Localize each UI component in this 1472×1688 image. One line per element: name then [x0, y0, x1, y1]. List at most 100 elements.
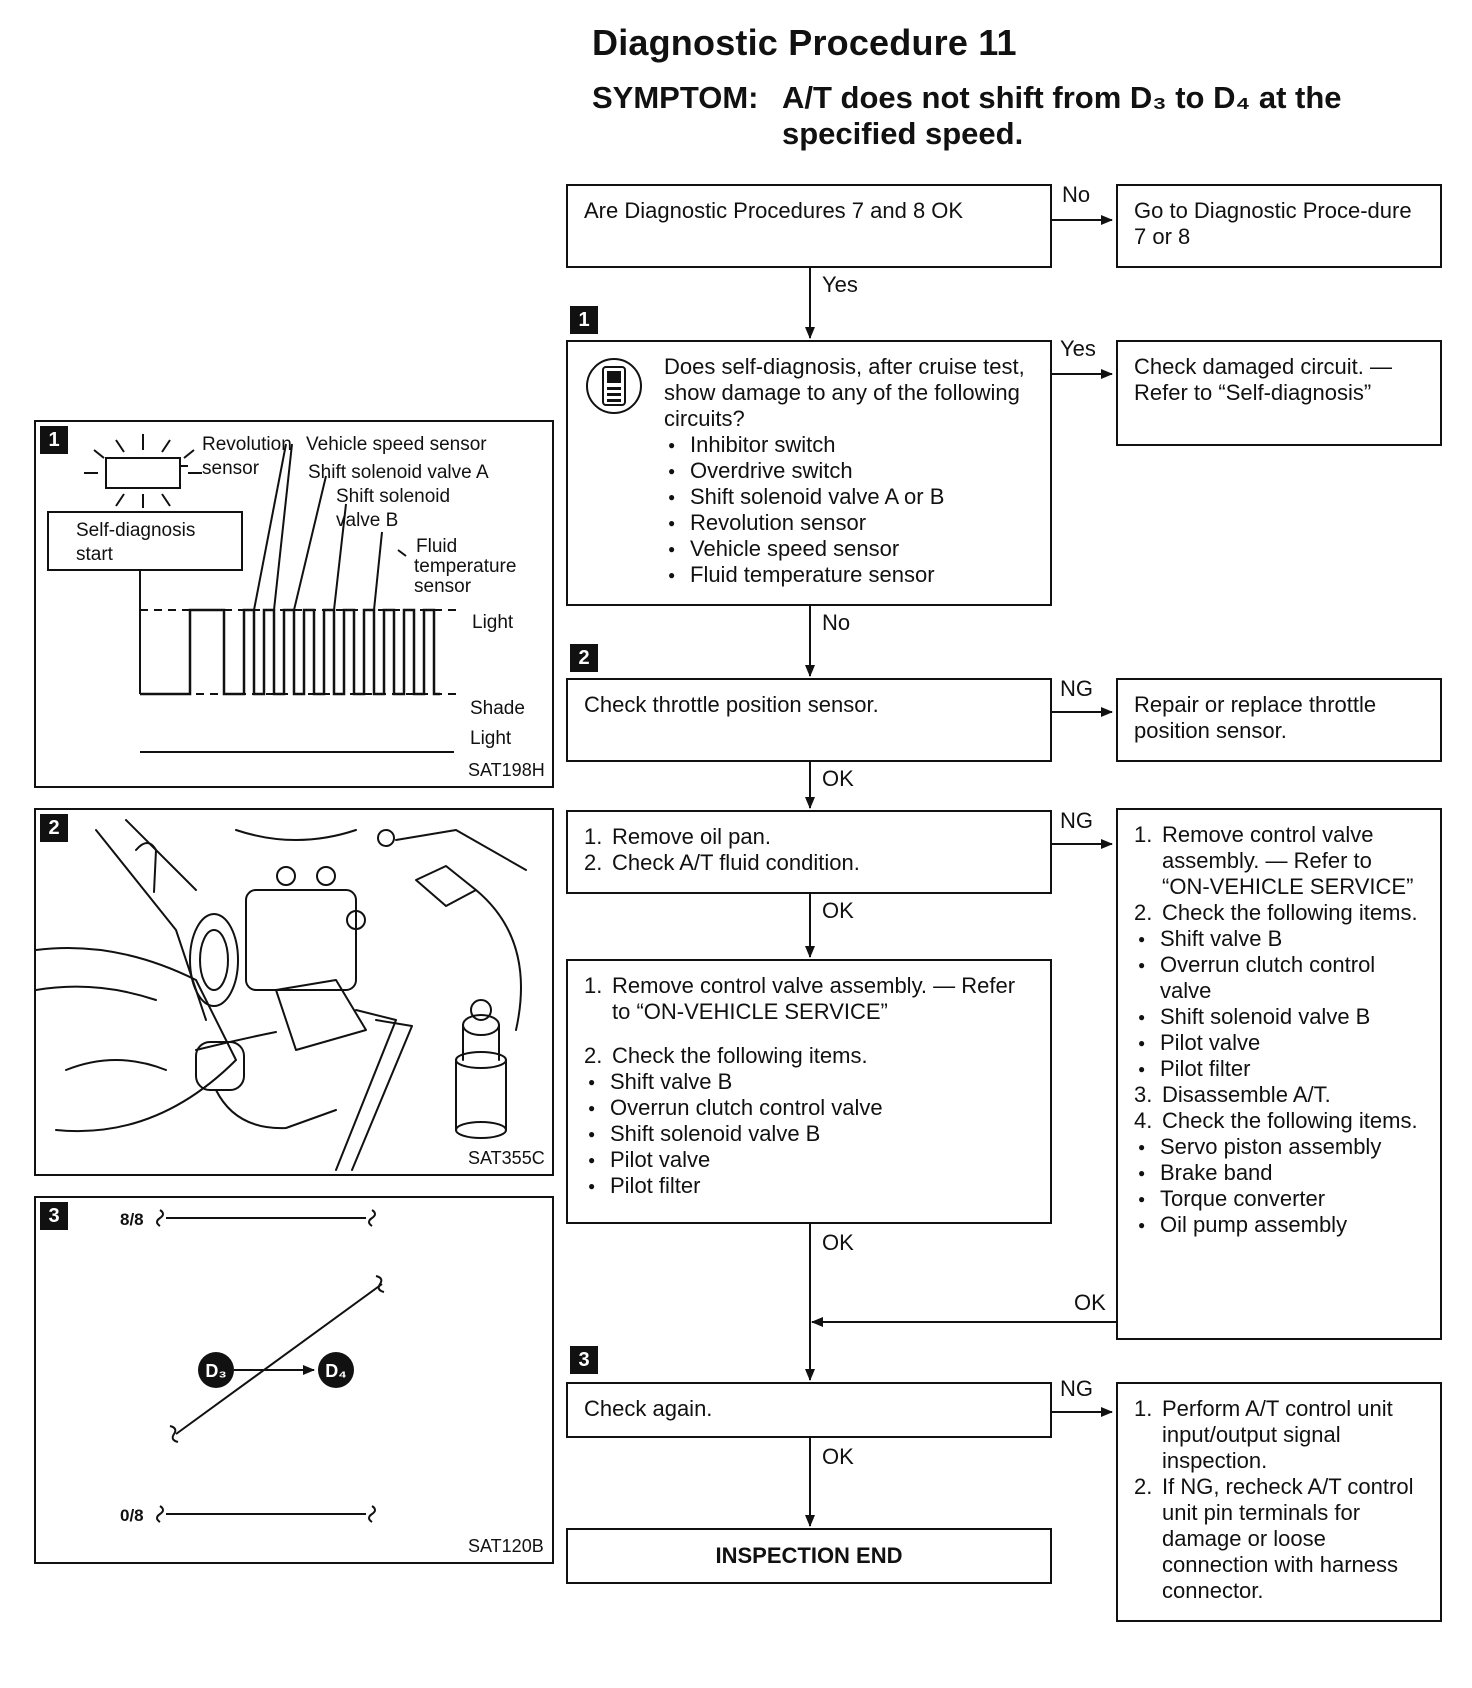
list-item: Shift solenoid valve B: [584, 1121, 1034, 1147]
right-item2: 2.Check the following items.: [1134, 900, 1418, 925]
cv-item1: 1.Remove control valve assembly. — Refer…: [584, 973, 1016, 1024]
label-ssb2: valve B: [336, 510, 398, 531]
step3-ng-item2: 2.If NG, recheck A/T control unit pin te…: [1134, 1474, 1414, 1603]
step2-box: Check throttle position sensor.: [566, 678, 1052, 762]
list-item: Overrun clutch control valve: [584, 1095, 1034, 1121]
step1-yes-text: Check damaged circuit. — Refer to “Self-…: [1134, 354, 1392, 405]
right-list-a: Shift valve B Overrun clutch control val…: [1134, 926, 1424, 1082]
list-item: Servo piston assembly: [1134, 1134, 1424, 1160]
label-light: Light: [472, 612, 514, 633]
right-column-box: 1.Remove control valve assembly. — Refer…: [1116, 808, 1442, 1340]
label-shade: Shade: [470, 698, 525, 719]
panel1-code: SAT198H: [468, 760, 545, 780]
right-item4: 4.Check the following items.: [1134, 1108, 1418, 1133]
step3-ok-label: OK: [822, 1444, 854, 1469]
list-item: Overrun clutch control valve: [1134, 952, 1424, 1004]
step1-no-label: No: [822, 610, 851, 635]
step2-marker: 2: [570, 644, 598, 672]
step2-ng-label: NG: [1060, 676, 1093, 701]
q0-text: Are Diagnostic Procedures 7 and 8 OK: [584, 198, 964, 223]
list-item: Fluid temperature sensor: [664, 562, 1034, 588]
step1-list: Inhibitor switch Overdrive switch Shift …: [664, 432, 1034, 588]
step1-question: Does self-diagnosis, after cruise test, …: [664, 354, 1025, 431]
q0-yes-label: Yes: [822, 272, 858, 297]
oilpan-ok-label: OK: [822, 898, 854, 923]
q0-no-label: No: [1062, 182, 1091, 207]
cv-ok-label: OK: [822, 1230, 854, 1255]
step1-yes-box: Check damaged circuit. — Refer to “Self-…: [1116, 340, 1442, 446]
panel2-code: SAT355C: [468, 1148, 545, 1168]
label-bottom: 0/8: [120, 1506, 144, 1525]
list-item: Shift valve B: [1134, 926, 1424, 952]
step3-box: Check again.: [566, 1382, 1052, 1438]
panel2-marker: 2: [40, 814, 68, 842]
oilpan-list: 1.Remove oil pan. 2.Check A/T fluid cond…: [584, 824, 1034, 876]
step2-ok-label: OK: [822, 766, 854, 791]
label-light2: Light: [470, 728, 512, 749]
q0-no-text: Go to Diagnostic Proce-dure 7 or 8: [1134, 198, 1412, 249]
label-fluid3: sensor: [414, 576, 472, 597]
list-item: 2.Check A/T fluid condition.: [584, 850, 860, 875]
symptom: SYMPTOM: A/T does not shift from D₃ to D₄…: [592, 80, 1412, 152]
label-sensor: sensor: [202, 458, 260, 479]
list-item: Pilot filter: [1134, 1056, 1424, 1082]
step3-ng-item1: 1.Perform A/T control unit input/output …: [1134, 1396, 1393, 1473]
step1-yes-label: Yes: [1060, 336, 1096, 361]
list-item: Pilot valve: [584, 1147, 1034, 1173]
q0-box: Are Diagnostic Procedures 7 and 8 OK: [566, 184, 1052, 268]
panel-self-diagnosis: 1: [34, 420, 554, 788]
label-from: D₃: [205, 1361, 226, 1381]
panel-shift-schedule: 3 D₃ D₄ 8/8 0/8 SAT120B: [34, 1196, 554, 1564]
consult-tester-icon: [586, 358, 642, 414]
list-item: Oil pump assembly: [1134, 1212, 1424, 1238]
step2-ng-box: Repair or replace throttle position sens…: [1116, 678, 1442, 762]
symptom-label: SYMPTOM:: [592, 80, 759, 115]
list-item: Brake band: [1134, 1160, 1424, 1186]
label-ssb1: Shift solenoid: [336, 486, 450, 507]
label-ssa: Shift solenoid valve A: [308, 462, 489, 483]
step2-text: Check throttle position sensor.: [584, 692, 879, 717]
oilpan-ng-label: NG: [1060, 808, 1093, 833]
right-item1: 1.Remove control valve assembly. — Refer…: [1134, 822, 1414, 899]
step1-box: Does self-diagnosis, after cruise test, …: [566, 340, 1052, 606]
symptom-line2: specified speed.: [782, 116, 1024, 151]
list-item: Torque converter: [1134, 1186, 1424, 1212]
list-item: Vehicle speed sensor: [664, 536, 1034, 562]
list-item: Shift valve B: [584, 1069, 1034, 1095]
panel-throttle-sensor: 2: [34, 808, 554, 1176]
page-title: Diagnostic Procedure 11: [592, 22, 1017, 63]
panel3-code: SAT120B: [468, 1536, 544, 1556]
label-revolution: Revolution: [202, 434, 292, 455]
list-item: Revolution sensor: [664, 510, 1034, 536]
list-item: 1.Remove oil pan.: [584, 824, 771, 849]
cv-item2: 2.Check the following items.: [584, 1043, 868, 1068]
throttle-sensor-illustration: [36, 819, 527, 1171]
panel1-marker: 1: [40, 426, 68, 454]
step3-text: Check again.: [584, 1396, 713, 1421]
step2-ng-text: Repair or replace throttle position sens…: [1134, 692, 1377, 743]
oilpan-box: 1.Remove oil pan. 2.Check A/T fluid cond…: [566, 810, 1052, 894]
list-item: Pilot valve: [1134, 1030, 1424, 1056]
cv-list: Shift valve B Overrun clutch control val…: [584, 1069, 1034, 1199]
inspection-end-text: INSPECTION END: [715, 1543, 903, 1568]
list-item: Inhibitor switch: [664, 432, 1034, 458]
control-valve-box: 1.Remove control valve assembly. — Refer…: [566, 959, 1052, 1224]
step1-marker: 1: [570, 306, 598, 334]
symptom-line1: A/T does not shift from D₃ to D₄ at the: [782, 80, 1342, 115]
list-item: Shift solenoid valve B: [1134, 1004, 1424, 1030]
list-item: Overdrive switch: [664, 458, 1034, 484]
label-start1: Self-diagnosis: [76, 520, 195, 541]
inspection-end-box: INSPECTION END: [566, 1528, 1052, 1584]
label-to: D₄: [325, 1361, 347, 1381]
step3-marker: 3: [570, 1346, 598, 1374]
right-item3: 3.Disassemble A/T.: [1134, 1082, 1331, 1107]
label-vss: Vehicle speed sensor: [306, 434, 487, 455]
list-item: Shift solenoid valve A or B: [664, 484, 1034, 510]
q0-no-box: Go to Diagnostic Proce-dure 7 or 8: [1116, 184, 1442, 268]
right-ok-label: OK: [1074, 1290, 1106, 1315]
label-top: 8/8: [120, 1210, 144, 1229]
step3-ng-label: NG: [1060, 1376, 1093, 1401]
d4-marker: [318, 1352, 354, 1388]
d3-marker: [198, 1352, 234, 1388]
